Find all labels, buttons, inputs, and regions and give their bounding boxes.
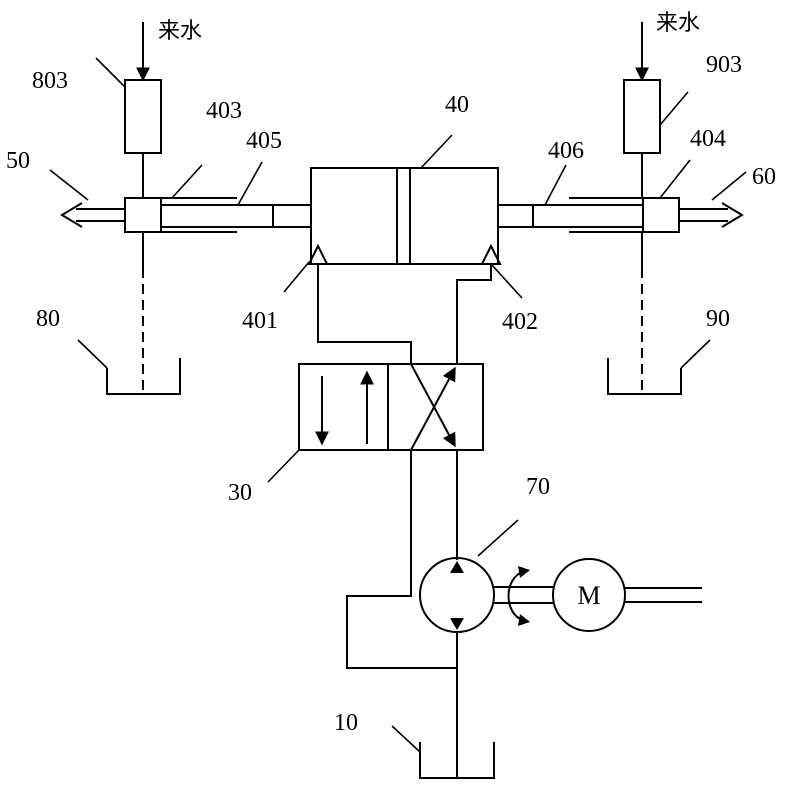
tank-80 xyxy=(106,358,181,395)
plunger-405 xyxy=(160,204,274,228)
label-60: 60 xyxy=(752,164,776,190)
label-80: 80 xyxy=(36,306,60,332)
directional-valve-30 xyxy=(298,363,484,451)
water-inlet-left-label: 来水 xyxy=(158,19,202,44)
motor: M xyxy=(552,558,626,632)
plunger-406 xyxy=(532,204,644,228)
filter-903 xyxy=(623,79,661,154)
label-405: 405 xyxy=(246,128,282,154)
label-10: 10 xyxy=(334,710,358,736)
label-406: 406 xyxy=(548,138,584,164)
label-402: 402 xyxy=(502,309,538,335)
label-50: 50 xyxy=(6,148,30,174)
hydraulic-cylinder-40 xyxy=(310,167,499,265)
label-903: 903 xyxy=(706,52,742,78)
label-404: 404 xyxy=(690,126,726,152)
tank-90 xyxy=(607,358,682,395)
filter-803 xyxy=(124,79,162,154)
tank-10 xyxy=(419,742,495,779)
pump-chamber-404 xyxy=(642,197,680,233)
pump-70 xyxy=(419,557,495,633)
rotation-arrow-icon xyxy=(507,571,523,621)
label-70: 70 xyxy=(526,474,550,500)
water-inlet-left: 来水 xyxy=(136,19,202,82)
water-inlet-right: 来水 xyxy=(635,11,700,82)
label-803: 803 xyxy=(32,68,68,94)
motor-label: M xyxy=(577,581,600,610)
label-30: 30 xyxy=(228,480,252,506)
label-40: 40 xyxy=(445,92,469,118)
pump-chamber-403 xyxy=(124,197,162,233)
outlet-50 xyxy=(60,202,125,228)
water-inlet-right-label: 来水 xyxy=(656,11,700,36)
piston xyxy=(396,167,411,265)
label-403: 403 xyxy=(206,98,242,124)
label-90: 90 xyxy=(706,306,730,332)
label-401: 401 xyxy=(242,308,278,334)
outlet-60 xyxy=(679,202,744,228)
